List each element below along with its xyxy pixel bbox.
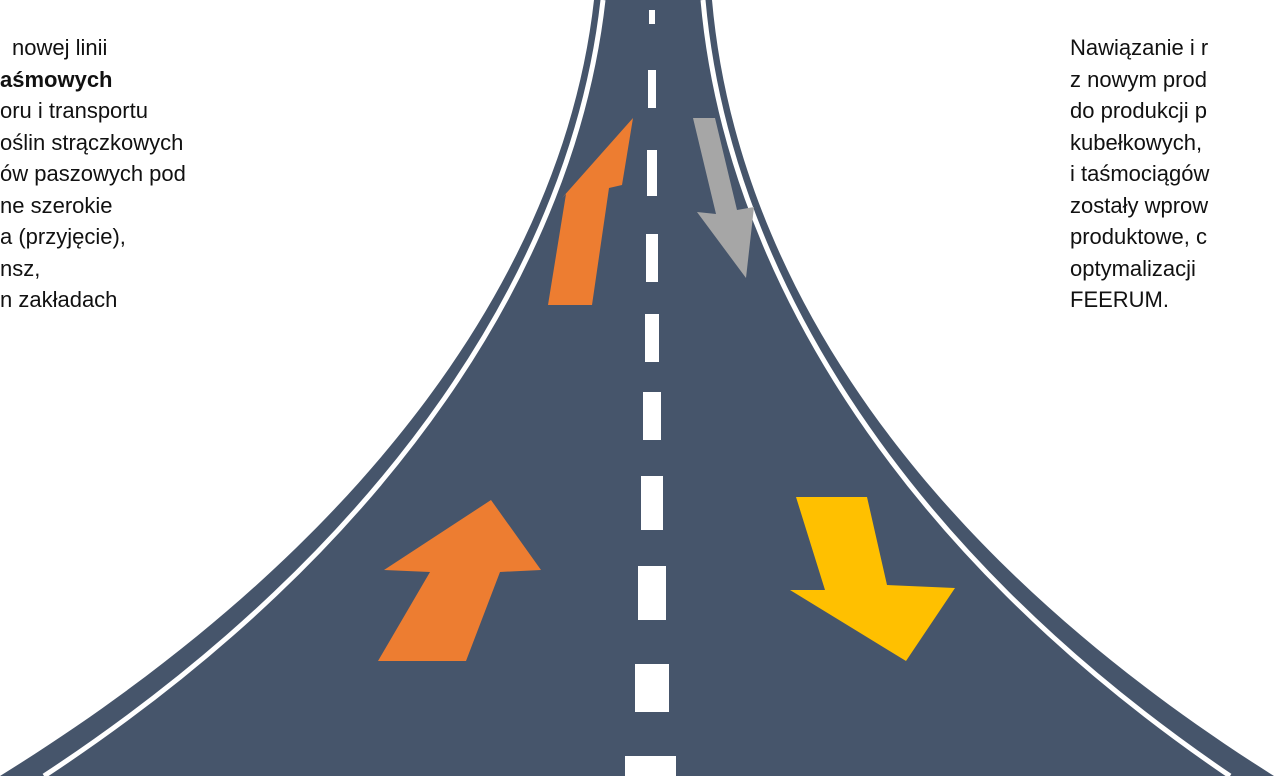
left-text-line: ne szerokie [0,190,300,222]
left-text-line: oru i transportu [0,95,300,127]
right-text-line: kubełkowych, [1070,127,1274,159]
center-dash [648,70,656,108]
left-text-line: oślin strączkowych [0,127,300,159]
right-text-line: produktowe, c [1070,221,1274,253]
left-text-line: nowej linii [12,32,300,64]
right-text-line: do produkcji p [1070,95,1274,127]
left-description-text: nowej linii aśmowych oru i transportu oś… [0,32,300,316]
right-text-line: FEERUM. [1070,284,1274,316]
right-text-line: z nowym prod [1070,64,1274,96]
right-text-line: optymalizacji [1070,253,1274,285]
center-dash [635,664,669,712]
center-dash [625,756,676,776]
center-dash [646,234,658,282]
left-text-line: ów paszowych pod [0,158,300,190]
right-text-line: i taśmociągów [1070,158,1274,190]
right-description-text: Nawiązanie i r z nowym prod do produkcji… [1070,32,1274,316]
center-dash [643,392,661,440]
center-dash [647,150,657,196]
left-text-line: nsz, [0,253,300,285]
right-text-line: Nawiązanie i r [1070,32,1274,64]
center-dash [649,10,655,24]
center-dash [638,566,666,620]
left-text-line: a (przyjęcie), [0,221,300,253]
left-text-line: n zakładach [0,284,300,316]
right-text-line: zostały wprow [1070,190,1274,222]
left-text-line-bold: aśmowych [0,64,300,96]
center-dash [641,476,663,530]
center-dash [645,314,659,362]
